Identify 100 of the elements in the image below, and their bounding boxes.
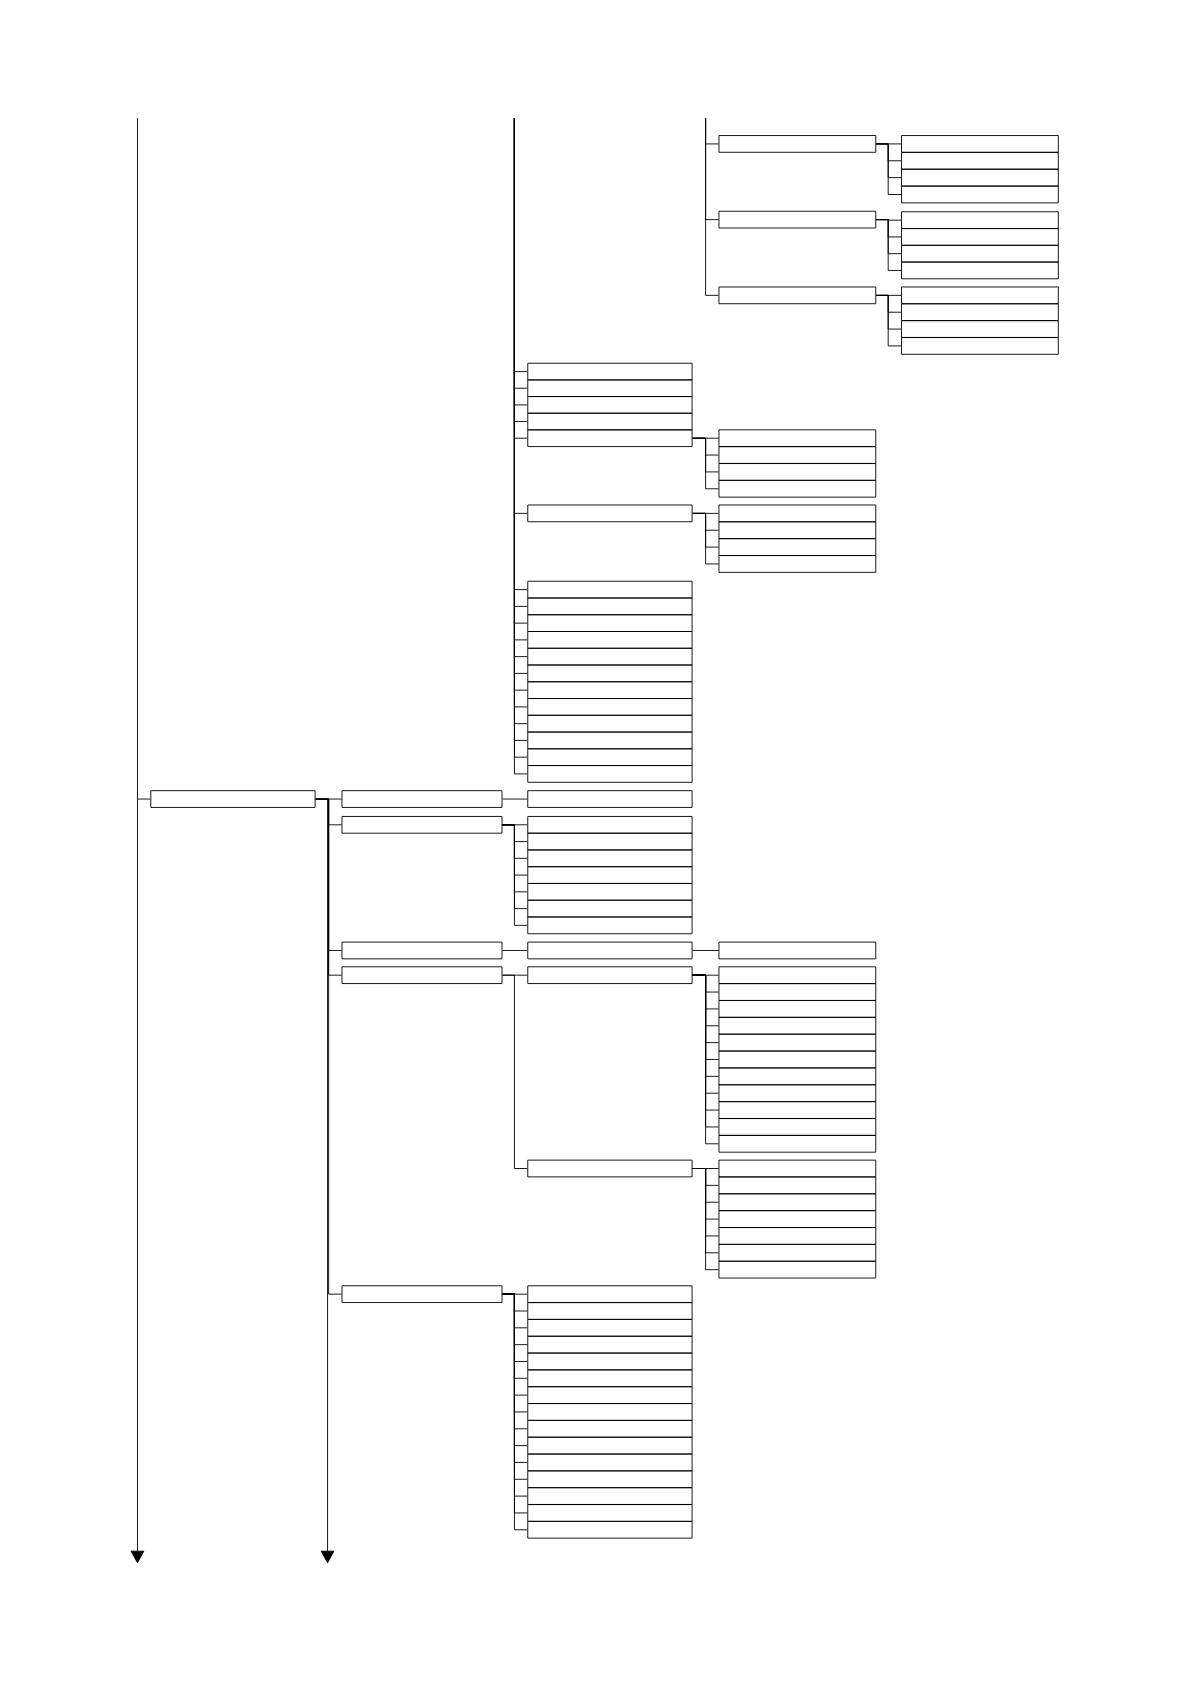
- box: [527, 580, 693, 599]
- box: [527, 597, 693, 616]
- box: [901, 261, 1059, 280]
- connector-line: [692, 437, 719, 490]
- box: [150, 790, 316, 808]
- box: [901, 286, 1059, 305]
- box: [527, 899, 693, 918]
- box: [718, 1000, 877, 1018]
- box: [718, 1016, 877, 1035]
- box: [527, 1470, 693, 1489]
- box: [718, 1210, 877, 1228]
- box: [718, 1067, 877, 1086]
- box: [718, 1227, 877, 1245]
- box: [718, 1050, 877, 1069]
- connector-line: [502, 974, 528, 1169]
- box: [718, 286, 877, 305]
- box: [527, 681, 693, 699]
- connector-line: [692, 512, 719, 565]
- box: [718, 429, 877, 447]
- box: [527, 849, 693, 868]
- box: [527, 1285, 693, 1303]
- box: [527, 1386, 693, 1404]
- box: [527, 698, 693, 716]
- box: [527, 1335, 693, 1354]
- box: [901, 244, 1059, 263]
- box: [901, 211, 1059, 229]
- box: [718, 538, 877, 556]
- box: [901, 185, 1059, 204]
- box: [901, 320, 1059, 338]
- box: [718, 1193, 877, 1212]
- box: [527, 412, 693, 431]
- box: [527, 1319, 693, 1337]
- box: [718, 1118, 877, 1136]
- box: [527, 1504, 693, 1522]
- box: [718, 1260, 877, 1279]
- connector-line: [692, 950, 719, 951]
- box: [718, 446, 877, 464]
- box: [718, 1159, 877, 1178]
- box: [527, 765, 693, 783]
- connector-line: [502, 824, 528, 926]
- box: [718, 1101, 877, 1119]
- box: [718, 135, 877, 153]
- connector-line: [137, 117, 151, 800]
- box: [527, 1352, 693, 1371]
- box: [527, 379, 693, 398]
- connector-line: [315, 798, 342, 1295]
- connector-line: [705, 117, 719, 296]
- box: [527, 1436, 693, 1455]
- box: [901, 135, 1059, 153]
- box: [527, 816, 693, 834]
- box: [527, 883, 693, 901]
- box: [527, 866, 693, 884]
- box: [718, 1134, 877, 1153]
- box: [718, 463, 877, 481]
- box: [901, 303, 1059, 322]
- box: [901, 151, 1059, 170]
- box: [527, 1453, 693, 1472]
- box: [527, 1520, 693, 1539]
- box: [718, 1033, 877, 1052]
- box: [718, 210, 877, 229]
- box: [527, 362, 693, 381]
- box: [341, 816, 503, 834]
- box: [718, 479, 877, 498]
- box: [718, 1176, 877, 1195]
- box: [527, 396, 693, 414]
- box: [527, 1369, 693, 1388]
- box: [527, 1159, 693, 1178]
- box: [527, 664, 693, 683]
- box: [901, 228, 1059, 246]
- box: [718, 941, 877, 960]
- box: [527, 614, 693, 632]
- box: [527, 647, 693, 666]
- box: [527, 731, 693, 750]
- connector-line: [502, 798, 528, 800]
- box: [527, 790, 693, 808]
- box: [341, 1285, 503, 1303]
- box: [718, 1244, 877, 1262]
- box: [718, 521, 877, 540]
- connector-line: [692, 1168, 719, 1271]
- box: [527, 429, 693, 447]
- box: [527, 1403, 693, 1421]
- box: [527, 1302, 693, 1320]
- box: [527, 832, 693, 851]
- box: [527, 504, 693, 523]
- box: [527, 941, 693, 960]
- box: [527, 631, 693, 649]
- box: [341, 941, 503, 960]
- box: [718, 983, 877, 1001]
- box: [718, 966, 877, 984]
- connector-line: [502, 950, 528, 951]
- connector-line: [875, 143, 902, 195]
- box: [527, 1487, 693, 1505]
- box: [527, 1419, 693, 1438]
- box: [901, 168, 1059, 187]
- box: [527, 966, 693, 984]
- box: [341, 790, 503, 808]
- box: [901, 337, 1059, 355]
- connector-line: [875, 294, 902, 347]
- box: [527, 748, 693, 766]
- box: [341, 966, 503, 984]
